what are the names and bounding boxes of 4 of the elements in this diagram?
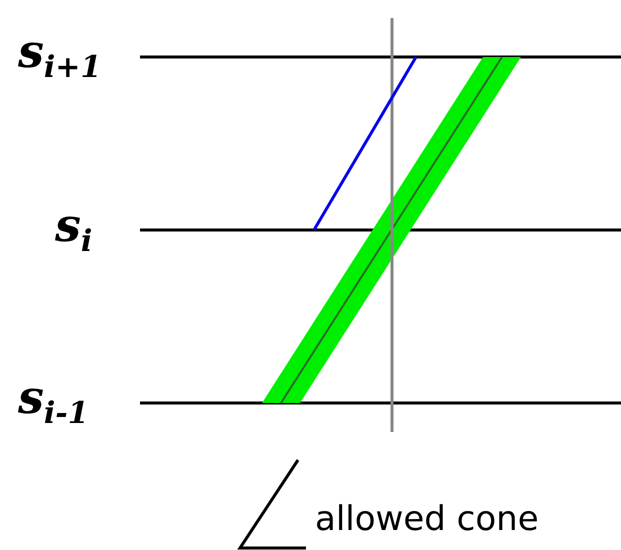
caption-text: allowed cone	[315, 502, 539, 536]
level-label: s$_{i-1}$	[18, 374, 89, 430]
level-label: s$_{i}$	[55, 202, 92, 258]
level-label: s$_{i+1}$	[18, 28, 102, 84]
